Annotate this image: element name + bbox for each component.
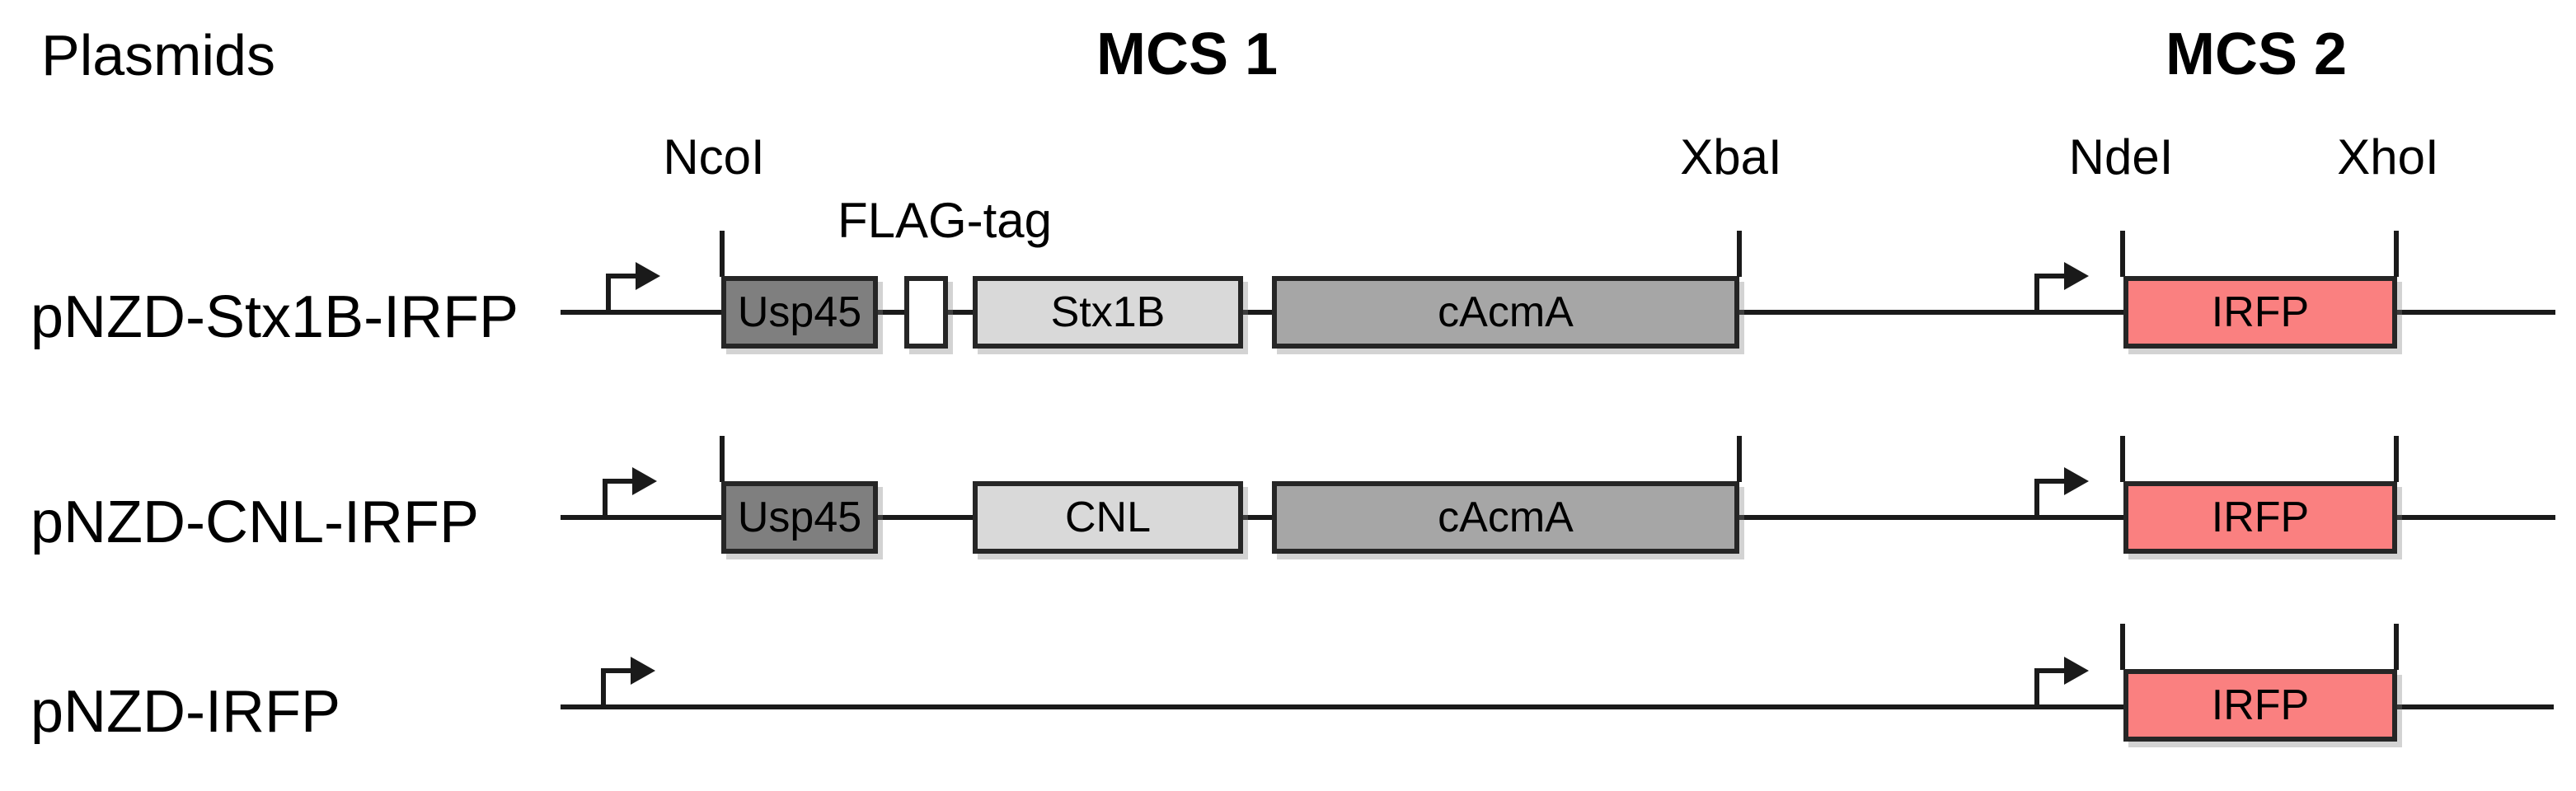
restriction-site-label-ndei: NdeI — [2068, 129, 2174, 185]
gene-label: IRFP — [2211, 494, 2310, 541]
xbai-site-tick — [1737, 436, 1742, 482]
gene-label: cAcmA — [1438, 288, 1574, 336]
xhoi-site-tick — [2394, 436, 2399, 482]
promoter-arrow-icon — [606, 262, 660, 313]
gene-box-irfp: IRFP — [2123, 276, 2397, 349]
promoter-arrow-icon — [603, 467, 657, 518]
gene-box-cnl: CNL — [973, 481, 1243, 554]
gene-label: cAcmA — [1438, 494, 1574, 541]
plasmid-name-label: pNZD-Stx1B-IRFP — [30, 284, 519, 350]
restriction-site-label-xbai: XbaI — [1680, 129, 1782, 185]
xhoi-site-tick — [2394, 231, 2399, 277]
ncoi-site-tick — [720, 436, 725, 482]
gene-label: Stx1B — [1050, 288, 1166, 336]
promoter-arrow-icon — [2034, 657, 2089, 708]
gene-box-usp45: Usp45 — [721, 481, 878, 554]
gene-label: IRFP — [2211, 288, 2310, 336]
gene-label: Usp45 — [737, 494, 862, 541]
xhoi-site-tick — [2394, 624, 2399, 670]
gene-box-irfp: IRFP — [2123, 669, 2397, 742]
restriction-site-label-ncoi: NcoI — [663, 129, 765, 185]
gene-label: CNL — [1064, 494, 1152, 541]
gene-label: IRFP — [2211, 681, 2310, 729]
flag-tag-box — [904, 276, 948, 349]
flag-tag-label: FLAG-tag — [837, 193, 1053, 248]
gene-box-cacma: cAcmA — [1272, 276, 1739, 349]
gene-box-irfp: IRFP — [2123, 481, 2397, 554]
promoter-arrow-icon — [601, 657, 655, 708]
ndei-site-tick — [2120, 436, 2125, 482]
plasmid-name-label: pNZD-CNL-IRFP — [30, 489, 480, 555]
mcs2-header: MCS 2 — [2165, 21, 2348, 87]
ndei-site-tick — [2120, 231, 2125, 277]
promoter-arrow-icon — [2034, 467, 2089, 518]
xbai-site-tick — [1737, 231, 1742, 277]
ncoi-site-tick — [720, 231, 725, 277]
plasmid-name-label: pNZD-IRFP — [30, 679, 340, 745]
plasmid-backbone-line — [561, 704, 2554, 709]
gene-label: Usp45 — [737, 288, 862, 336]
gene-box-usp45: Usp45 — [721, 276, 878, 349]
gene-box-stx1b: Stx1B — [973, 276, 1243, 349]
page-title: Plasmids — [41, 23, 275, 87]
gene-box-cacma: cAcmA — [1272, 481, 1739, 554]
mcs1-header: MCS 1 — [1096, 21, 1279, 87]
ndei-site-tick — [2120, 624, 2125, 670]
promoter-arrow-icon — [2034, 262, 2089, 313]
restriction-site-label-xhoi: XhoI — [2337, 129, 2439, 185]
